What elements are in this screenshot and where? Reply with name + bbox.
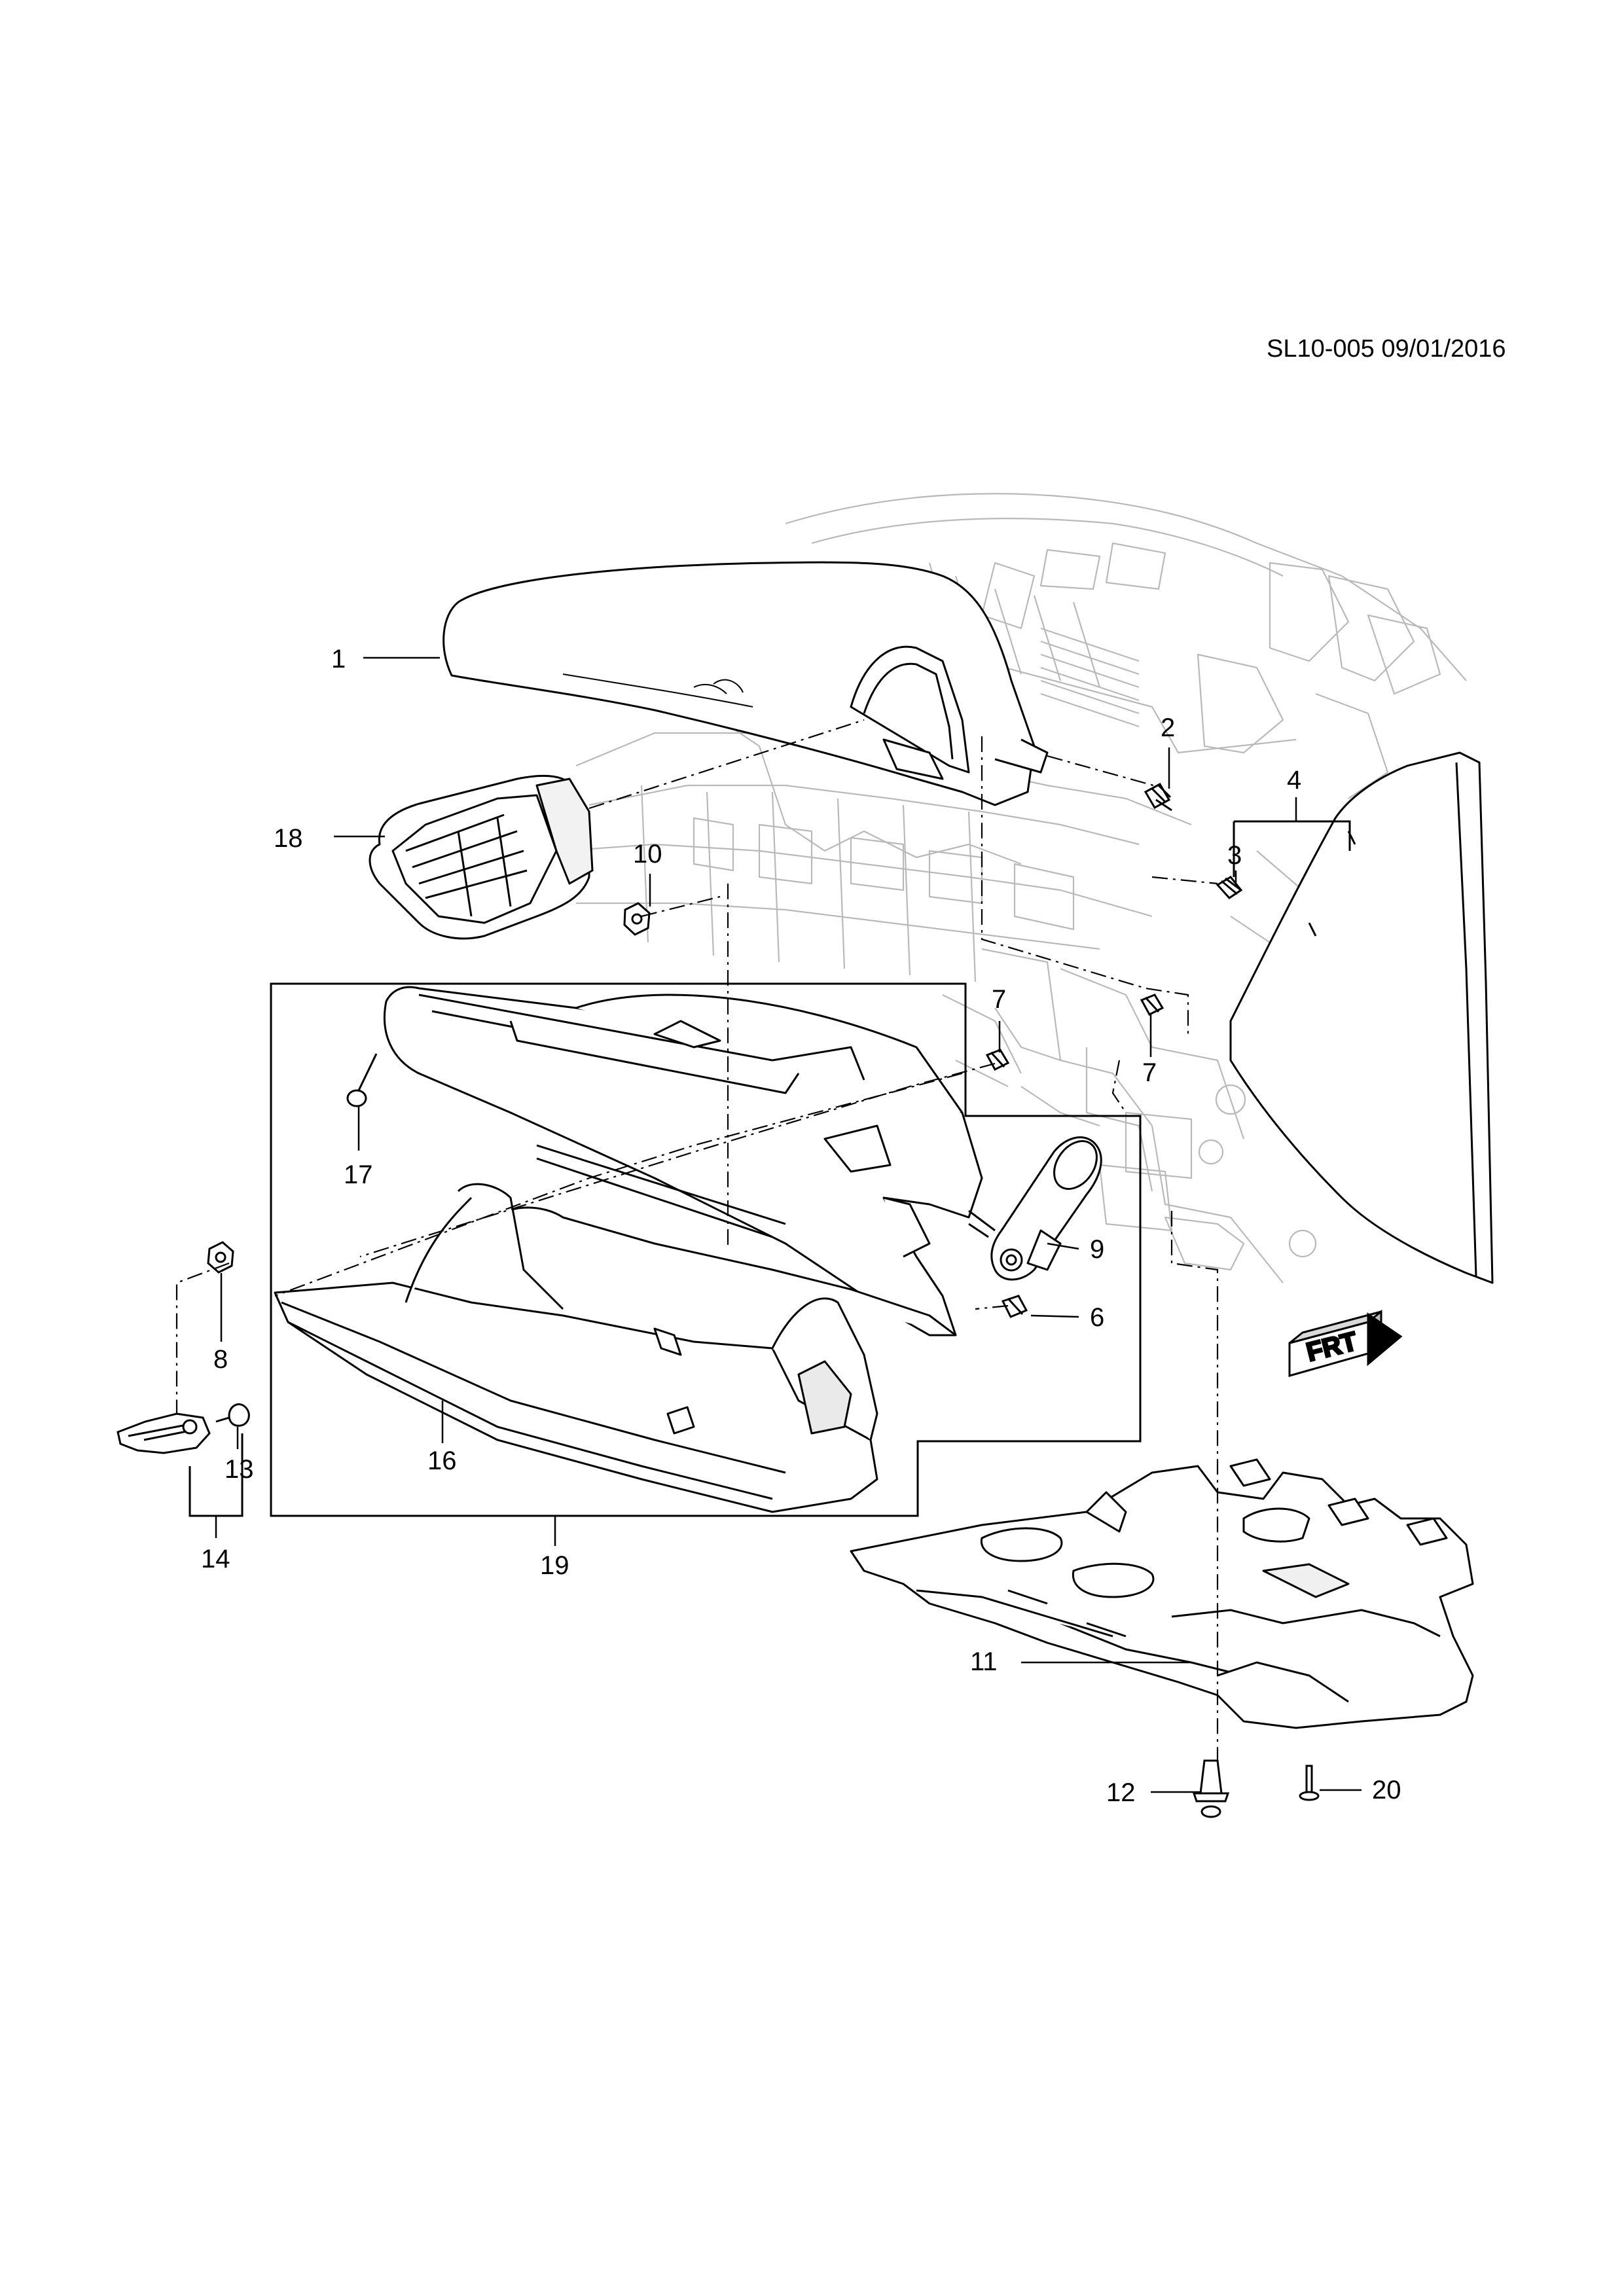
- part-7-clip-lower: [1140, 994, 1164, 1016]
- part-8-nut: [207, 1241, 234, 1274]
- front-orientation-arrow-icon: FRT: [1288, 1309, 1403, 1377]
- callout-9: 9: [1090, 1235, 1104, 1264]
- part-18-air-outlet: [369, 774, 594, 940]
- part-10-nut: [623, 902, 651, 936]
- callout-2: 2: [1161, 713, 1175, 742]
- callout-13: 13: [225, 1455, 254, 1484]
- callout-4: 4: [1287, 766, 1301, 795]
- callout-12: 12: [1106, 1778, 1136, 1807]
- callout-16: 16: [427, 1446, 457, 1475]
- part-13-bulb: [215, 1403, 250, 1427]
- part-2-screw: [1144, 782, 1172, 812]
- part-20-screw: [1299, 1765, 1320, 1801]
- part-1-upper-trim-pad: [442, 561, 1049, 806]
- callout-7-lower: 7: [1142, 1058, 1157, 1087]
- callout-14: 14: [201, 1545, 230, 1573]
- callout-10: 10: [633, 840, 662, 869]
- callout-1: 1: [331, 645, 346, 673]
- callout-3: 3: [1227, 841, 1242, 870]
- part-7-clip-upper: [985, 1049, 1010, 1071]
- callout-7-upper: 7: [992, 985, 1006, 1014]
- callout-numbers: 1 2 3 4 6 7 7 8 9 10 11 12 13 14 16 17 1…: [201, 645, 1401, 1807]
- callout-20: 20: [1372, 1776, 1401, 1804]
- callout-19: 19: [540, 1551, 569, 1580]
- part-3-clip: [1216, 876, 1243, 899]
- part-4-side-end-panel: [1229, 751, 1494, 1284]
- assembly-dashed-lines: [175, 719, 1219, 1761]
- part-14-lamp-switch-assembly: [117, 1412, 211, 1454]
- part-12-push-retainer: [1192, 1759, 1230, 1818]
- part-17-push-pin: [346, 1053, 378, 1107]
- diagram-reference-code: SL10-005 09/01/2016: [1267, 335, 1506, 363]
- callout-8: 8: [213, 1345, 228, 1374]
- leader-lines: [215, 656, 1362, 1793]
- sub-assembly-frame-4-bracket: [1233, 820, 1351, 877]
- part-6-clip: [1001, 1295, 1028, 1318]
- sub-assembly-frame-19: [270, 982, 1142, 1517]
- callout-18: 18: [274, 824, 303, 853]
- part-9-cylindrical-module: [968, 1136, 1102, 1281]
- callout-17: 17: [344, 1160, 373, 1189]
- callout-11: 11: [970, 1647, 998, 1676]
- part-16-glove-box-bin: [274, 1183, 878, 1513]
- part-11-lower-insulator-panel: [850, 1458, 1474, 1729]
- callout-6: 6: [1090, 1303, 1104, 1332]
- part-19-glove-box-door-assembly: [383, 986, 983, 1336]
